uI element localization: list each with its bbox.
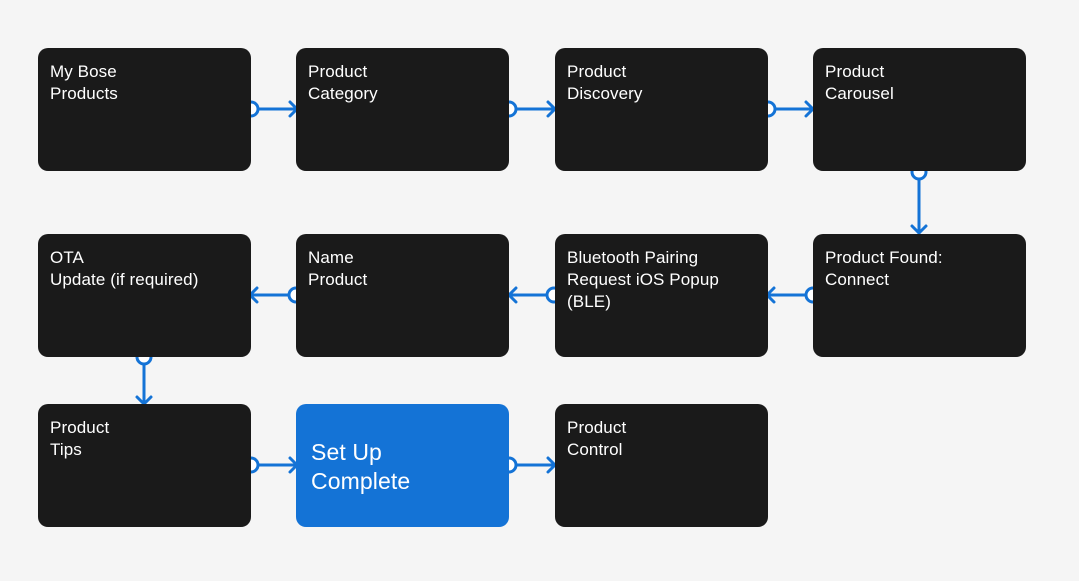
- node-set-up-complete[interactable]: Set Up Complete: [296, 404, 509, 527]
- node-label: Product Found: Connect: [825, 248, 943, 289]
- edge-product-tips-to-set-up-complete: [242, 456, 299, 474]
- node-label: Product Discovery: [567, 62, 643, 103]
- edge-set-up-complete-to-product-control: [500, 456, 557, 474]
- node-my-bose-products[interactable]: My Bose Products: [38, 48, 251, 171]
- edge-product-category-to-product-discovery: [500, 100, 557, 118]
- edge-product-discovery-to-product-carousel: [759, 100, 815, 118]
- node-name-product[interactable]: Name Product: [296, 234, 509, 357]
- node-product-category[interactable]: Product Category: [296, 48, 509, 171]
- node-product-control[interactable]: Product Control: [555, 404, 768, 527]
- node-product-found-connect[interactable]: Product Found: Connect: [813, 234, 1026, 357]
- node-product-discovery[interactable]: Product Discovery: [555, 48, 768, 171]
- node-label: My Bose Products: [50, 62, 118, 103]
- node-label: Product Category: [308, 62, 378, 103]
- node-label: Product Tips: [50, 418, 110, 459]
- node-label: Name Product: [308, 248, 368, 289]
- edge-bluetooth-pairing-to-name-product: [507, 286, 563, 304]
- node-product-carousel[interactable]: Product Carousel: [813, 48, 1026, 171]
- edge-my-bose-products-to-product-category: [242, 100, 299, 118]
- node-product-tips[interactable]: Product Tips: [38, 404, 251, 527]
- node-label: Bluetooth Pairing Request iOS Popup (BLE…: [567, 248, 719, 311]
- node-label: Product Control: [567, 418, 627, 459]
- edge-product-carousel-to-product-found-connect: [910, 163, 928, 235]
- node-bluetooth-pairing[interactable]: Bluetooth Pairing Request iOS Popup (BLE…: [555, 234, 768, 357]
- edge-ota-update-to-product-tips: [135, 348, 153, 406]
- node-ota-update[interactable]: OTA Update (if required): [38, 234, 251, 357]
- node-label: OTA Update (if required): [50, 248, 199, 289]
- node-label: Product Carousel: [825, 62, 894, 103]
- node-label: Set Up Complete: [311, 439, 411, 494]
